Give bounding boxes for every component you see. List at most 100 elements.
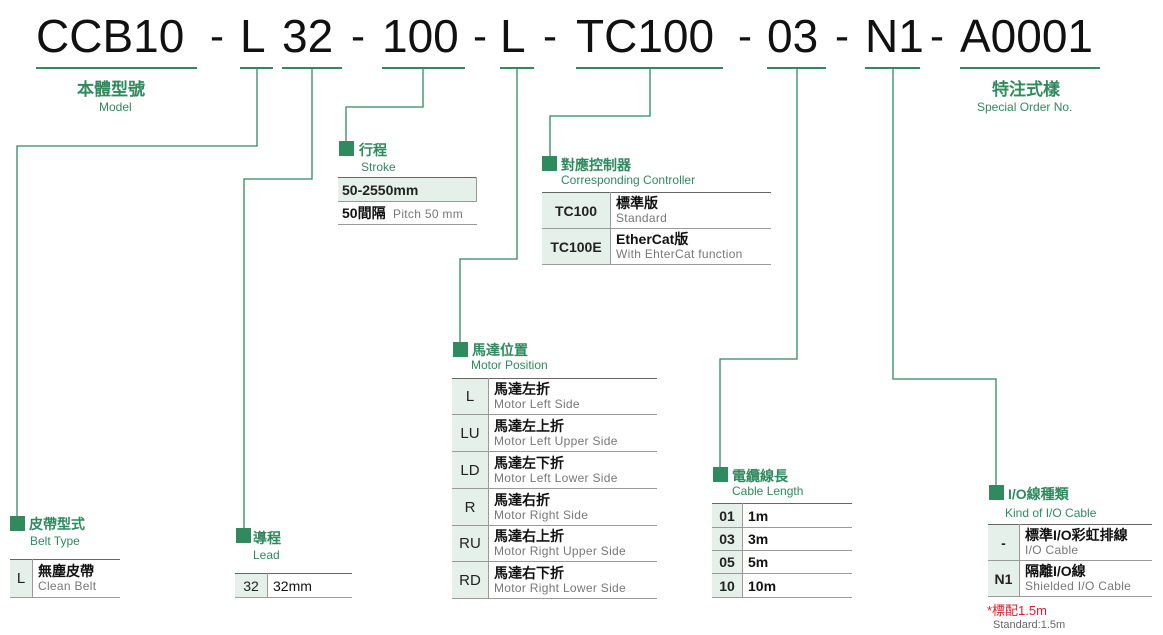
cable-length-subtitle: Cable Length: [732, 484, 804, 498]
code-separator: -: [930, 12, 944, 59]
table-row: TC100E EtherCat版 With EhterCat function: [542, 228, 771, 265]
motor-option-zh: 馬達左折: [494, 381, 550, 397]
belt-option-en: Clean Belt: [38, 579, 97, 593]
io-cable-marker: [989, 485, 1004, 500]
motor-option-zh: 馬達右上折: [494, 528, 564, 544]
io-option-en: I/O Cable: [1025, 543, 1079, 557]
model-subtitle: Model: [99, 100, 132, 114]
underline-controller: [576, 67, 723, 69]
cable-value: 10m: [742, 573, 852, 598]
cable-value: 3m: [742, 527, 852, 551]
connector-lead: [243, 69, 313, 528]
stroke-pitch-zh: 50間隔: [342, 205, 386, 221]
controller-option-zh: 標準版: [616, 195, 658, 211]
belt-type-title: 皮帶型式: [29, 516, 85, 532]
underline-model: [36, 67, 197, 69]
stroke-marker: [339, 141, 354, 156]
motor-key: LU: [452, 414, 489, 452]
code-model: CCB10: [36, 10, 185, 62]
io-option-en: Shielded I/O Cable: [1025, 579, 1132, 593]
io-key: N1: [988, 560, 1020, 597]
underline-lead: [282, 67, 342, 69]
code-cable-length: 03: [767, 10, 819, 62]
stroke-pitch-en: Pitch 50 mm: [393, 207, 464, 221]
cable-key: 10: [712, 573, 743, 598]
underline-io-cable: [865, 67, 920, 69]
lead-key: 32: [235, 573, 268, 598]
code-special-order: A0001: [960, 10, 1094, 62]
io-option-zh: 隔離I/O線: [1025, 563, 1086, 579]
motor-key: LD: [452, 451, 489, 489]
special-order-title: 特注式樣: [992, 80, 1060, 99]
code-separator: -: [738, 12, 752, 59]
code-controller: TC100: [576, 10, 715, 62]
belt-key: L: [10, 559, 33, 598]
controller-marker: [542, 156, 557, 171]
cable-key: 01: [712, 503, 743, 528]
belt-type-marker: [10, 516, 25, 531]
code-separator: -: [835, 12, 849, 59]
motor-option-en: Motor Left Lower Side: [494, 470, 618, 485]
code-separator: -: [473, 12, 487, 59]
io-standard-note: *標配1.5m: [987, 603, 1047, 618]
lead-subtitle: Lead: [253, 548, 280, 562]
controller-table: TC100 標準版 Standard TC100E EtherCat版 With…: [542, 192, 771, 265]
underline-special-order: [960, 67, 1100, 69]
motor-option-zh: 馬達左下折: [494, 454, 564, 471]
code-separator: -: [351, 12, 365, 59]
lead-title: 導程: [253, 530, 281, 546]
belt-type-subtitle: Belt Type: [30, 534, 80, 548]
motor-option-zh: 馬達右下折: [494, 564, 564, 581]
stroke-subtitle: Stroke: [361, 160, 396, 174]
io-option-zh: 標準I/O彩虹排線: [1025, 527, 1128, 543]
motor-option-en: Motor Left Upper Side: [494, 433, 618, 448]
motor-key: RU: [452, 525, 489, 562]
underline-belt-type: [240, 67, 273, 69]
connector-belt-type: [16, 69, 258, 516]
stroke-title: 行程: [359, 142, 387, 158]
cable-length-title: 電纜線長: [732, 468, 788, 484]
stroke-table: 50-2550mm 50間隔 Pitch 50 mm: [338, 177, 477, 225]
lead-value: 32mm: [267, 573, 352, 598]
connector-controller: [549, 69, 651, 156]
special-order-subtitle: Special Order No.: [977, 100, 1073, 114]
table-row: 32 32mm: [235, 573, 352, 598]
controller-option-en: Standard: [616, 211, 668, 225]
cable-value: 1m: [742, 503, 852, 528]
controller-title: 對應控制器: [561, 157, 631, 173]
controller-option-en: With EhterCat function: [616, 247, 743, 261]
connector-io-cable: [892, 69, 997, 485]
motor-key: R: [452, 488, 489, 526]
code-motor-position: L: [500, 10, 526, 62]
code-stroke: 100: [382, 10, 459, 62]
code-separator: -: [210, 12, 224, 59]
motor-key: L: [452, 378, 489, 415]
io-key: -: [988, 524, 1020, 561]
table-row: 03 3m: [712, 527, 852, 551]
underline-cable-length: [767, 67, 826, 69]
cable-key: 03: [712, 527, 743, 551]
motor-key: RD: [452, 561, 489, 599]
controller-key: TC100: [542, 192, 611, 229]
table-row: 50-2550mm: [338, 177, 477, 202]
table-row: 05 5m: [712, 550, 852, 574]
motor-position-title: 馬達位置: [472, 342, 528, 358]
motor-position-subtitle: Motor Position: [471, 358, 548, 372]
cable-value: 5m: [742, 550, 852, 574]
cable-length-marker: [713, 467, 728, 482]
table-row: 10 10m: [712, 573, 852, 598]
io-cable-title: I/O線種類: [1008, 486, 1069, 502]
io-standard-note-en: Standard:1.5m: [993, 619, 1066, 631]
controller-key: TC100E: [542, 228, 611, 265]
table-row: 01 1m: [712, 503, 852, 528]
